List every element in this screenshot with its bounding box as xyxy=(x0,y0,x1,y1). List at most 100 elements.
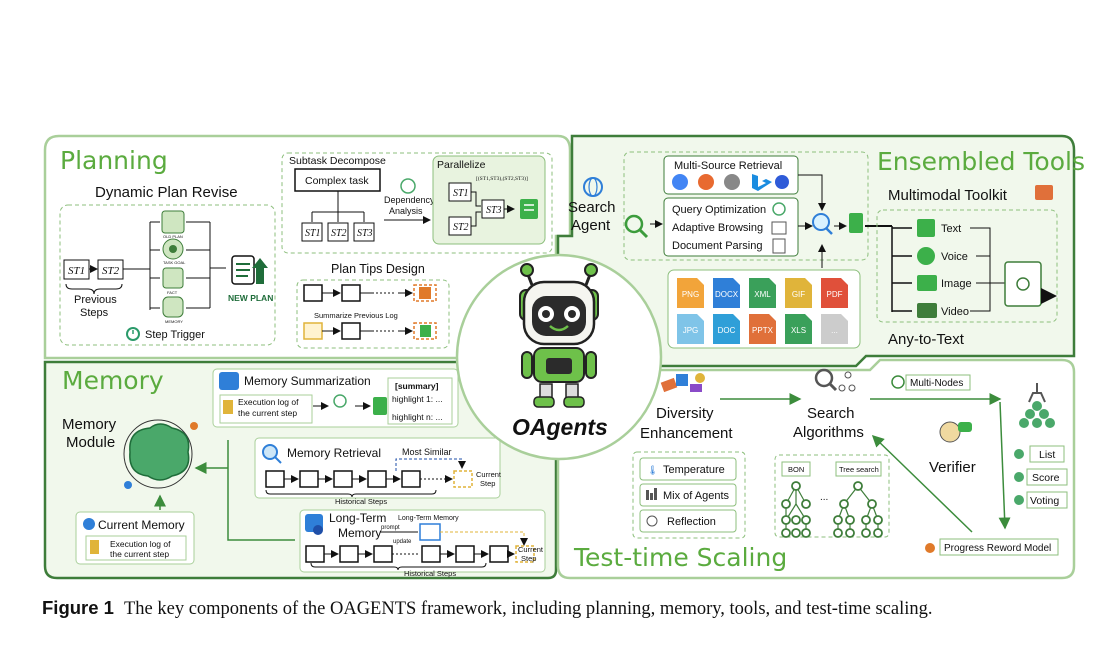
tree-node xyxy=(791,481,801,491)
log-doc-icon xyxy=(223,400,233,414)
old-plan-icon: OLD PLAN xyxy=(161,210,185,239)
file-type-label: ... xyxy=(831,326,838,335)
tree-node xyxy=(801,528,811,538)
current-log-doc-icon xyxy=(90,540,99,554)
multi-nodes: Multi-Nodes xyxy=(870,374,1002,405)
openai-icon-3 xyxy=(333,394,347,408)
svg-text:the current step: the current step xyxy=(110,549,169,559)
svg-text:update: update xyxy=(393,539,412,545)
svg-text:ST2: ST2 xyxy=(102,265,120,277)
svg-text:Voting: Voting xyxy=(1030,495,1059,507)
file-type-docx-icon: DOCX xyxy=(713,278,740,308)
figure-label: Figure 1 xyxy=(42,597,114,618)
file-type-pdf-icon: PDF xyxy=(821,278,848,308)
step-node xyxy=(373,545,393,563)
plan-tip-doc-icon xyxy=(420,325,431,337)
alarm-clock-icon xyxy=(126,327,140,341)
svg-text:Image: Image xyxy=(941,278,972,290)
svg-text:ST3: ST3 xyxy=(357,228,373,239)
svg-text:Step: Step xyxy=(480,479,495,488)
dynamic-plan-box: ST1 ST2 Previous Steps OLD PLAN TASK GOA… xyxy=(59,204,276,346)
wikipedia-icon xyxy=(724,174,740,190)
new-plan-icon xyxy=(231,255,268,285)
svg-text:Reflection: Reflection xyxy=(667,516,716,528)
robot-mascot xyxy=(519,263,599,408)
tree-node xyxy=(801,499,811,509)
svg-text:BON: BON xyxy=(788,465,804,474)
file-type-gif-icon: GIF xyxy=(785,278,812,308)
svg-text:Plan Tips Design: Plan Tips Design xyxy=(331,262,425,276)
prm-icon xyxy=(925,543,935,553)
step-node xyxy=(305,545,325,563)
browser-icon xyxy=(771,221,787,235)
any-to-text-label: Any-to-Text xyxy=(888,331,965,348)
image-icon xyxy=(917,275,937,291)
svg-text:Historical Steps: Historical Steps xyxy=(404,569,456,578)
file-type-doc-icon: DOC xyxy=(713,314,740,344)
parallelize-box: Parallelize [(ST1,ST3),(ST2,ST3)] ST1 ST… xyxy=(432,155,546,245)
svg-text:Subtask Decompose: Subtask Decompose xyxy=(289,155,386,167)
reflection-icon xyxy=(646,515,658,527)
file-type-label: JPG xyxy=(683,326,699,335)
svg-text:Current Memory: Current Memory xyxy=(98,518,185,532)
plan-tips: Plan Tips Design Summarize Previous Log xyxy=(296,262,450,349)
svg-text:Long-Term Memory: Long-Term Memory xyxy=(398,515,459,522)
openai-icon-2 xyxy=(772,202,786,216)
claw-node-stack-icon xyxy=(1019,383,1055,428)
svg-text:List: List xyxy=(1039,449,1055,461)
step-node xyxy=(401,470,421,488)
parse-doc-icon xyxy=(772,238,786,254)
svg-text:Mix of Agents: Mix of Agents xyxy=(663,490,730,502)
svg-text:Progress Reword Model: Progress Reword Model xyxy=(944,543,1051,554)
fact-icon: FACT xyxy=(162,267,184,295)
file-type-label: PNG xyxy=(682,290,699,299)
temperature-icon: 🌡 xyxy=(647,465,658,475)
retrieval-box: Multi-Source Retrieval Query Optimizatio… xyxy=(623,151,892,261)
tree-node xyxy=(781,528,791,538)
svg-text:ST2: ST2 xyxy=(453,222,469,233)
file-type-label: GIF xyxy=(792,290,805,299)
file-type-more-icon: ... xyxy=(821,314,848,344)
file-type-xls-icon: XLS xyxy=(785,314,812,344)
step-node xyxy=(421,545,441,563)
output-docs-icon xyxy=(1004,261,1042,307)
memory-title: Memory xyxy=(62,366,164,395)
svg-text:highlight n: ...: highlight n: ... xyxy=(392,412,443,422)
current-memory: Current Memory Execution log of the curr… xyxy=(75,511,195,565)
diversity-enhancement: Diversity Enhancement 🌡 Temperature Mix … xyxy=(632,373,802,539)
search-algorithms: Search Algorithms BON Tree search ... xyxy=(774,368,890,538)
svg-text:highlight 1: ...: highlight 1: ... xyxy=(392,394,443,404)
svg-text:Score: Score xyxy=(1032,472,1060,484)
text-icon xyxy=(917,219,935,237)
svg-text:[(ST1,ST3),(ST2,ST3)]: [(ST1,ST3),(ST2,ST3)] xyxy=(476,175,528,182)
file-type-pptx-icon: PPTX xyxy=(749,314,776,344)
tree-node xyxy=(845,528,855,538)
verifier-person-icon xyxy=(939,421,961,443)
toolbox-icon xyxy=(1035,185,1053,200)
magnifier-icon xyxy=(624,214,644,234)
retrieval-search-icon xyxy=(262,444,278,460)
svg-text:Video: Video xyxy=(941,306,969,318)
memory-retrieval: Memory Retrieval Most Similar Current St… xyxy=(254,437,502,506)
svg-text:Query Optimization: Query Optimization xyxy=(672,204,766,216)
svg-text:Current: Current xyxy=(476,470,502,479)
file-type-jpg-icon: JPG xyxy=(677,314,704,344)
svg-text:Agent: Agent xyxy=(571,217,611,234)
svg-text:Current: Current xyxy=(518,545,544,554)
memory-summarization: Memory Summarization Execution log of th… xyxy=(212,368,459,428)
svg-text:ST1: ST1 xyxy=(305,228,321,239)
svg-text:Summarize Previous Log: Summarize Previous Log xyxy=(314,311,398,320)
tools-title: Ensembled Tools xyxy=(877,147,1085,176)
tree-node xyxy=(791,515,801,525)
svg-text:the current step: the current step xyxy=(238,408,297,418)
svg-text:Complex task: Complex task xyxy=(305,175,369,187)
search-gear-icon xyxy=(812,213,830,231)
step-trigger-label: Step Trigger xyxy=(145,329,205,341)
search-agent: Search Agent xyxy=(568,177,663,239)
shapes-icon xyxy=(660,377,678,393)
tree-node xyxy=(833,528,843,538)
svg-text:ST1: ST1 xyxy=(453,188,469,199)
svg-text:Multi-Source Retrieval: Multi-Source Retrieval xyxy=(674,160,782,172)
svg-text:Historical Steps: Historical Steps xyxy=(335,497,387,506)
svg-text:ST3: ST3 xyxy=(486,205,502,216)
